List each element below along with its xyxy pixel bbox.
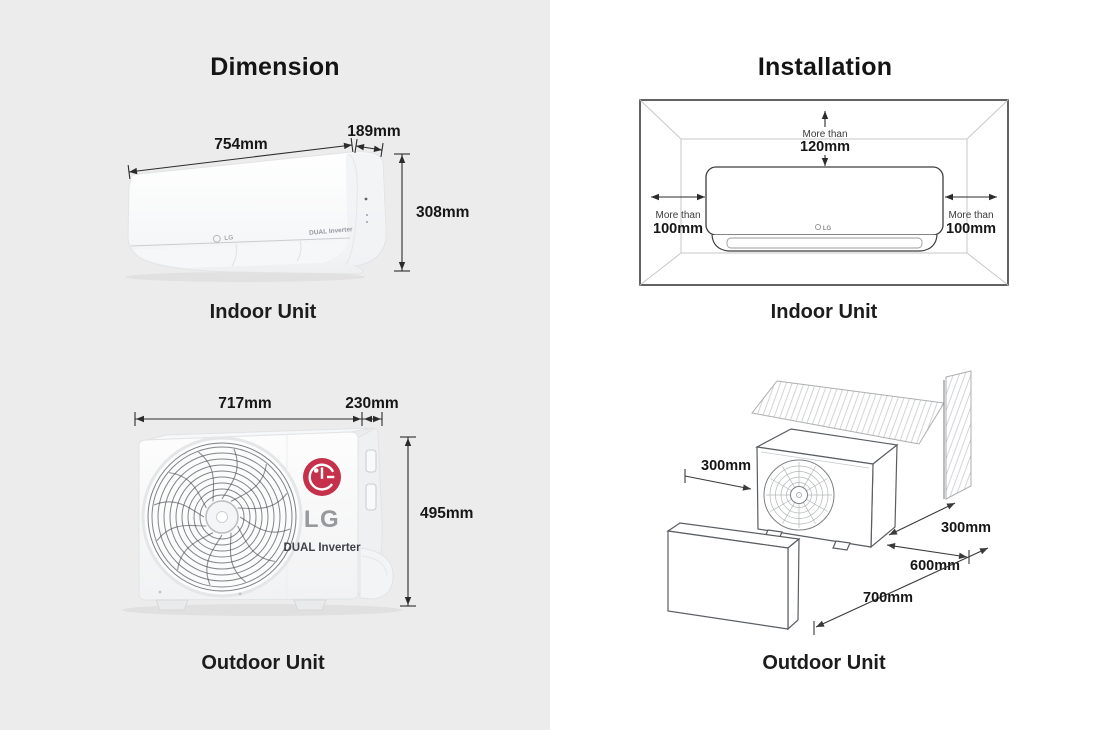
indoor-depth-annotation: 189mm [347, 123, 401, 158]
right-clearance-qualifier: More than [948, 210, 993, 221]
outdoor-foot [155, 599, 189, 611]
left-clearance-annotation: More than 100mm [651, 193, 705, 237]
outdoor-unit-photo: LG DUAL Inverter [122, 427, 402, 616]
left-clearance-value: 100mm [653, 221, 703, 237]
outdoor-diagram-fan [763, 459, 835, 531]
indoor-lg-mini-logo: LG [212, 234, 234, 243]
top-clearance-qualifier: More than [802, 129, 847, 140]
left-clearance-qualifier: More than [655, 210, 700, 221]
indoor-width-annotation: 754mm [127, 136, 354, 180]
right-clearance-value: 100mm [946, 221, 996, 237]
front-clearance-value: 700mm [863, 590, 913, 606]
dimension-indoor-caption: Indoor Unit [209, 301, 317, 323]
dimension-panel-background [0, 0, 550, 730]
front-clearance-annotation: 700mm [813, 545, 990, 635]
dimension-title: Dimension [210, 53, 340, 81]
top-clearance-value: 120mm [800, 139, 850, 155]
outdoor-depth-label: 230mm [345, 395, 398, 412]
right-clearance-annotation: More than 100mm [945, 193, 997, 237]
installation-indoor-caption: Indoor Unit [770, 301, 878, 323]
indoor-height-label: 308mm [416, 204, 469, 221]
top-clearance-annotation: More than 120mm [800, 111, 850, 166]
indoor-brand-mini-label: LG [224, 234, 234, 242]
outdoor-width-label: 717mm [218, 395, 271, 412]
wall-drawing [943, 370, 972, 500]
outdoor-brand-label: LG [304, 506, 340, 533]
side-clearance-annotation: 300mm [684, 458, 752, 493]
lg-logo-badge [303, 458, 341, 496]
outdoor-foot [293, 599, 327, 611]
back-clearance-annotation: 300mm [887, 500, 991, 538]
outdoor-badge-label: DUAL Inverter [283, 542, 361, 554]
dimension-indoor-figure: LG DUAL Inverter 754mm 189mm [125, 123, 469, 282]
indoor-unit-photo: LG DUAL Inverter [125, 151, 387, 282]
installation-title: Installation [757, 53, 893, 81]
dimension-outdoor-figure: LG DUAL Inverter 717mm 230mm [122, 395, 473, 616]
installation-indoor-figure: LG More than 120mm More than 100mm [639, 99, 1009, 286]
roof-drawing [751, 380, 945, 445]
indoor-diagram-brand-label: LG [823, 226, 832, 232]
indoor-width-label: 754mm [214, 136, 267, 153]
outdoor-width-depth-annotation: 717mm 230mm [134, 395, 399, 426]
outdoor-unit-iso-drawing [755, 428, 899, 551]
indoor-unit-front-drawing: LG [705, 166, 944, 252]
back-clearance-value: 300mm [941, 520, 991, 536]
indicator-led [364, 197, 368, 201]
outdoor-fan-grille [141, 436, 303, 598]
indoor-height-annotation: 308mm [394, 153, 469, 272]
installation-outdoor-caption: Outdoor Unit [762, 652, 886, 674]
outdoor-height-label: 495mm [420, 505, 473, 522]
barrier-box-drawing [666, 522, 801, 631]
side-clearance-value: 300mm [701, 458, 751, 474]
service-clearance-annotation: 600mm [886, 541, 970, 574]
wall-inner-outline [680, 138, 968, 254]
indoor-depth-label: 189mm [347, 123, 400, 140]
outdoor-height-annotation: 495mm [400, 436, 473, 607]
installation-outdoor-figure: 300mm 300mm 600mm 700mm [666, 370, 991, 635]
dimension-outdoor-caption: Outdoor Unit [201, 652, 325, 674]
indoor-badge-mini-label: DUAL Inverter [309, 226, 353, 237]
service-clearance-value: 600mm [910, 558, 960, 574]
